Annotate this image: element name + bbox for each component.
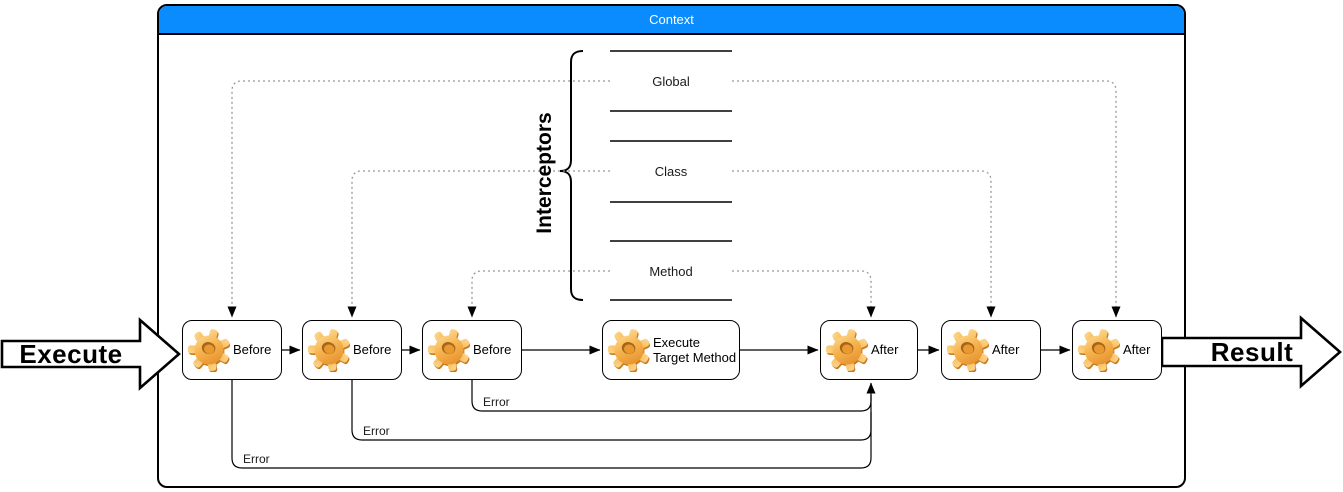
error-label-class: Error [363,424,390,438]
node-label: Before [233,342,272,358]
group-label-class: Class [654,163,688,179]
error-label-global: Error [243,452,270,466]
error-connector-class [351,380,872,441]
method-before-connector [467,270,610,318]
node-before-1: Before [182,320,282,380]
error-label-method: Error [483,395,510,409]
interceptors-brace [559,50,584,301]
gear-icon [607,328,651,372]
gear-icon [307,328,351,372]
class-after-connector [732,170,996,318]
result-arrow [1160,315,1342,389]
global-after-connector [732,80,1121,318]
execute-arrow-label: Execute [19,338,123,369]
node-execute-target-method: Execute Target Method [602,320,740,380]
node-label: Before [353,342,392,358]
context-titlebar: Context [159,6,1184,35]
execute-arrow [0,317,181,391]
gear-icon [1077,328,1121,372]
node-label: Before [473,342,512,358]
node-after-1: After [820,320,918,380]
gear-icon [825,328,869,372]
group-label-method: Method [649,263,693,279]
result-arrow-label: Result [1210,336,1294,367]
node-label: After [1123,342,1151,358]
node-before-2: Before [302,320,402,380]
group-label-global: Global [652,73,690,89]
gear-icon [187,328,231,372]
context-title: Context [649,12,694,27]
context-container: Context [157,4,1186,488]
node-label: After [992,342,1020,358]
node-label: Execute Target Method [653,334,737,365]
node-after-2: After [941,320,1041,380]
node-before-3: Before [422,320,522,380]
global-before-connector [227,80,610,318]
node-label: After [871,342,899,358]
interceptors-label: Interceptors [533,112,556,234]
class-before-connector [347,170,610,318]
error-connector-global [231,380,876,469]
error-connector-method [471,380,872,412]
gear-icon [946,328,990,372]
node-after-3: After [1072,320,1162,380]
method-after-connector [732,270,876,318]
interceptor-slot-lines [610,50,732,301]
gear-icon [427,328,471,372]
